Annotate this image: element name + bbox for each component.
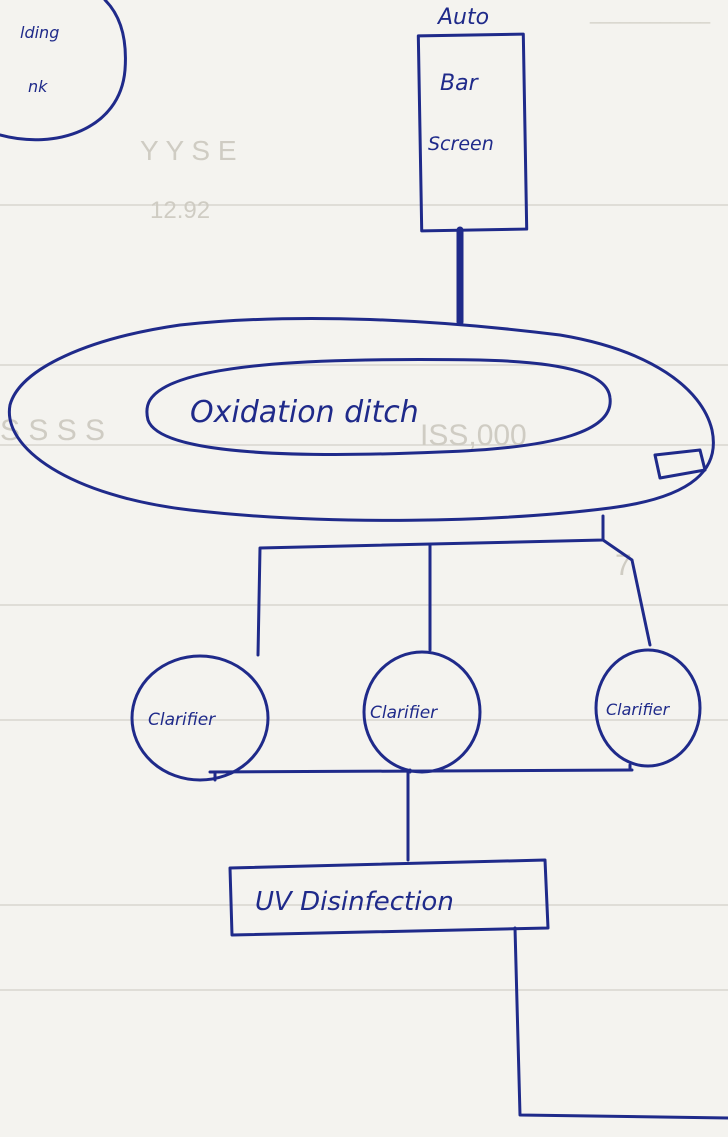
oxidation-ditch-outer — [7, 316, 715, 522]
pipe-branch-right — [601, 538, 652, 647]
uv-disinfection-label: UV Disinfection — [255, 887, 454, 917]
auto-bar-screen-node: Auto Bar Screen — [416, 5, 529, 233]
svg-text:12.92: 12.92 — [150, 197, 210, 224]
svg-text:S S S S: S S S S — [0, 414, 105, 447]
oxidation-ditch-label: Oxidation ditch — [190, 395, 419, 430]
paper-bleed-through: ____________ Y Y S E 12.92 S S S S ISS,0… — [0, 4, 728, 991]
partial-node-top-left: lding nk — [0, 0, 127, 142]
clarifier-2-label: Clarifier — [370, 703, 438, 723]
clarifier-distribution — [256, 514, 652, 657]
ditch-outlet — [653, 448, 707, 480]
partial-node-line1: lding — [20, 23, 59, 42]
clarifier-1-label: Clarifier — [148, 710, 216, 730]
pipe-collector — [208, 768, 634, 774]
auto-bar-screen-title: Auto — [436, 5, 489, 30]
uv-disinfection-box — [228, 858, 550, 937]
partial-node-line2: nk — [28, 77, 48, 96]
clarifier-collection — [208, 763, 634, 862]
clarifier-1: Clarifier — [130, 654, 270, 782]
oxidation-ditch-node: Oxidation ditch — [7, 316, 715, 522]
clarifier-2: Clarifier — [362, 650, 482, 774]
pipe-ditch-down — [256, 514, 605, 657]
clarifier-3-label: Clarifier — [606, 700, 671, 719]
auto-bar-screen-line2: Screen — [428, 133, 494, 155]
uv-disinfection-node: UV Disinfection — [228, 858, 550, 937]
oxidation-ditch-inner — [145, 357, 612, 456]
svg-text:Y Y S E: Y Y S E — [140, 135, 237, 166]
clarifier-3: Clarifier — [594, 648, 702, 768]
auto-bar-screen-box — [416, 32, 529, 233]
pipe-uv-outfall — [513, 926, 728, 1120]
auto-bar-screen-line1: Bar — [440, 71, 480, 96]
svg-text:____________: ____________ — [589, 4, 711, 25]
